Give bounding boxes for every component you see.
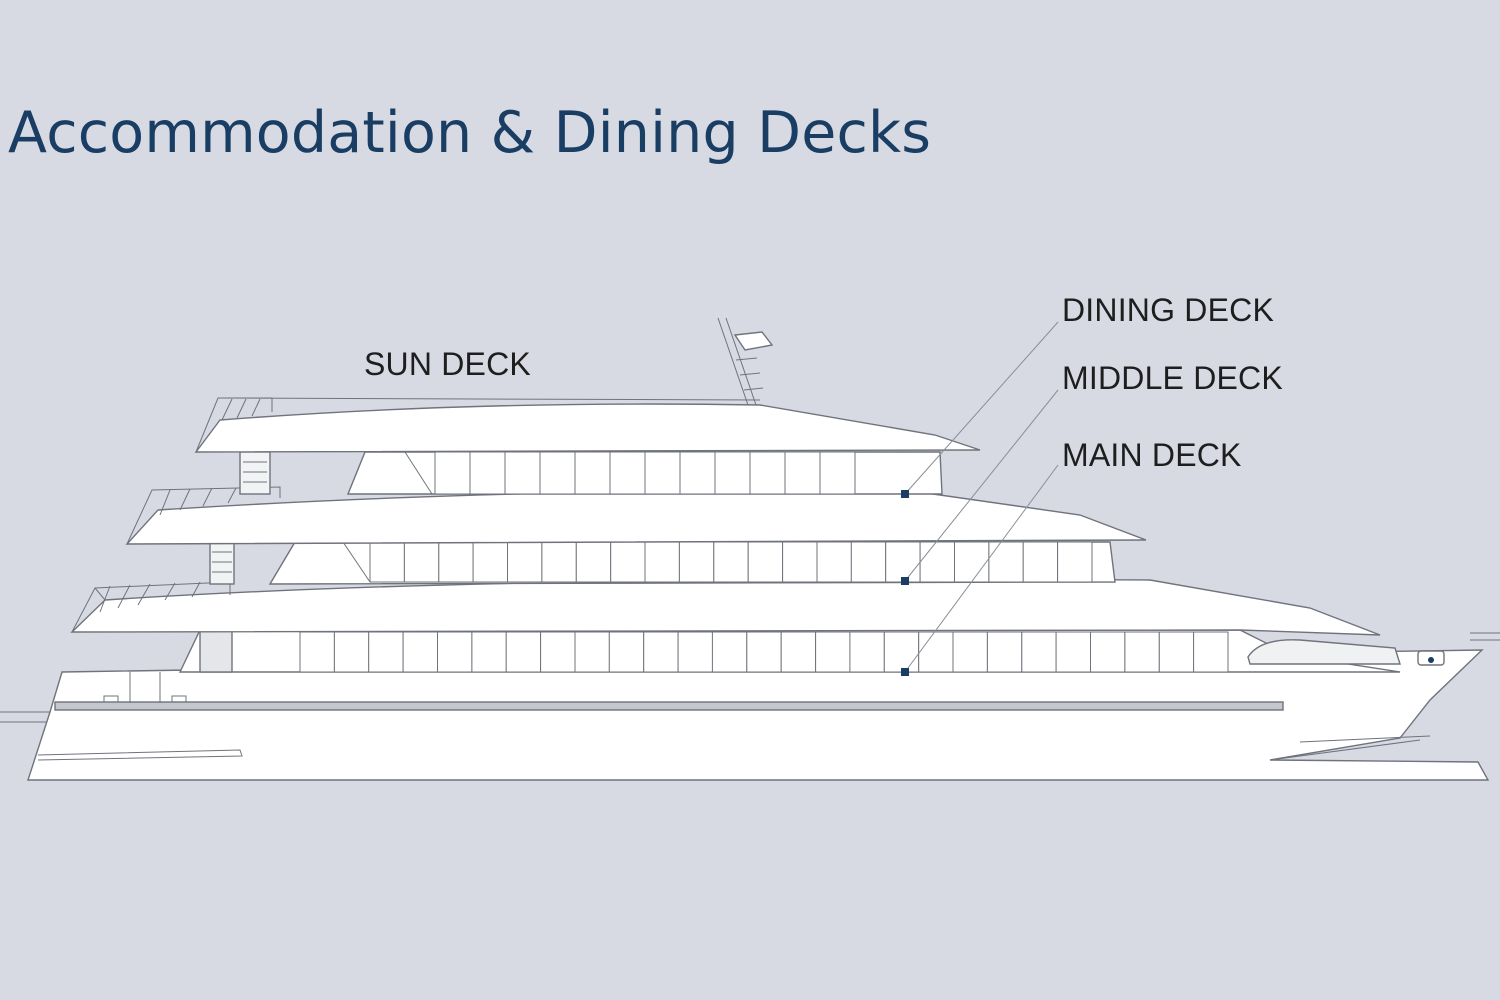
dining-deck-marker (901, 490, 909, 498)
window-pane (816, 541, 852, 583)
window-pane (472, 541, 509, 583)
window-pane (574, 451, 611, 495)
window-pane (850, 541, 887, 583)
window-pane (1055, 631, 1091, 673)
window-pane (784, 451, 821, 495)
window-pane (575, 541, 612, 583)
hull (27, 649, 1490, 781)
dining-deck-windows (434, 451, 856, 495)
window-pane (952, 631, 988, 673)
window-pane (434, 451, 471, 495)
window-pane (1057, 541, 1093, 583)
page-title: Accommodation & Dining Decks (8, 100, 932, 166)
window-pane (819, 451, 856, 495)
window-pane (469, 451, 506, 495)
window-pane (402, 631, 439, 673)
window-pane (1158, 631, 1195, 673)
sun-deck (194, 397, 981, 453)
window-pane (746, 631, 782, 673)
sun-deck-label: SUN DECK (364, 346, 531, 382)
window-pane (1022, 541, 1059, 583)
window-pane (679, 451, 716, 495)
window-pane (610, 541, 646, 583)
window-pane (438, 541, 474, 583)
window-pane (1193, 631, 1229, 673)
window-pane (714, 451, 751, 495)
dining-deck-label: DINING DECK (1062, 292, 1274, 328)
main-deck (178, 629, 1401, 673)
window-pane (1124, 631, 1160, 673)
window-pane (747, 541, 784, 583)
window-pane (437, 631, 473, 673)
window-pane (505, 631, 542, 673)
window-pane (369, 541, 405, 583)
middle-deck-marker (901, 577, 909, 585)
window-pane (782, 541, 818, 583)
window-pane (711, 631, 748, 673)
window-pane (333, 631, 370, 673)
window-pane (541, 541, 577, 583)
window-pane (988, 541, 1024, 583)
mast (717, 317, 774, 406)
window-pane (471, 631, 507, 673)
window-pane (644, 541, 680, 583)
window-pane (849, 631, 885, 673)
window-pane (780, 631, 817, 673)
window-pane (954, 541, 990, 583)
window-pane (540, 631, 576, 673)
dining-deck-overhang (125, 486, 1147, 545)
main-deck-marker (901, 668, 909, 676)
window-pane (1021, 631, 1057, 673)
window-pane (403, 541, 440, 583)
main-deck-windows (299, 631, 1229, 673)
dining-deck (239, 451, 943, 495)
middle-deck-label: MIDDLE DECK (1062, 360, 1283, 396)
window-pane (539, 451, 576, 495)
window-pane (643, 631, 679, 673)
window-pane (885, 541, 921, 583)
window-pane (677, 631, 713, 673)
leader-lines (904, 321, 1059, 673)
window-pane (815, 631, 851, 673)
window-pane (986, 631, 1023, 673)
window-pane (883, 631, 920, 673)
window-pane (609, 451, 646, 495)
window-pane (1090, 631, 1126, 673)
window-pane (504, 451, 541, 495)
window-pane (608, 631, 645, 673)
middle-deck (209, 541, 1116, 585)
middle-deck-overhang (70, 578, 1381, 636)
window-pane (507, 541, 543, 583)
window-pane (918, 631, 954, 673)
window-pane (644, 451, 681, 495)
middle-deck-windows (369, 541, 1093, 583)
window-pane (678, 541, 715, 583)
window-pane (368, 631, 404, 673)
window-pane (299, 631, 335, 673)
window-pane (919, 541, 955, 583)
main-deck-label: MAIN DECK (1062, 437, 1242, 473)
window-pane (749, 451, 786, 495)
window-pane (713, 541, 749, 583)
window-pane (574, 631, 610, 673)
